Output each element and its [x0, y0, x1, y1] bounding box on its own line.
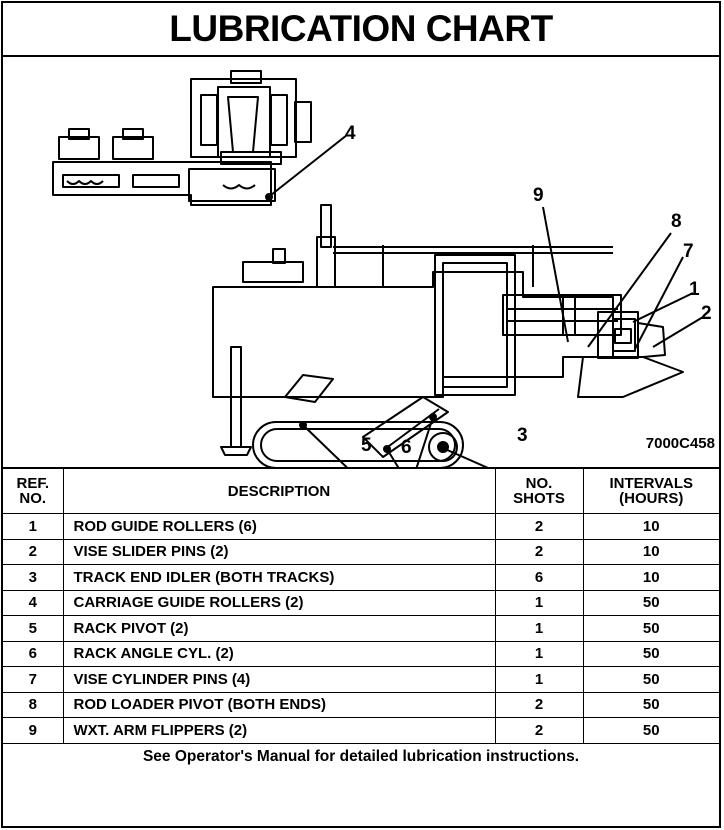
- shots-cell: 6: [494, 564, 584, 591]
- interval-cell: 10: [582, 564, 719, 591]
- description-cell: RACK PIVOT (2): [62, 615, 496, 642]
- table-row: 4 CARRIAGE GUIDE ROLLERS (2) 1 50: [3, 589, 719, 616]
- interval-cell: 50: [582, 717, 719, 744]
- interval-cell: 10: [582, 538, 719, 565]
- description-cell: VISE CYLINDER PINS (4): [62, 666, 496, 693]
- callout-4: 4: [345, 123, 356, 144]
- description-cell: ROD GUIDE ROLLERS (6): [62, 513, 496, 540]
- header-no-shots: NO. SHOTS: [494, 469, 584, 514]
- ref-cell: 7: [3, 666, 64, 693]
- interval-cell: 10: [582, 513, 719, 540]
- shots-cell: 2: [494, 538, 584, 565]
- interval-cell: 50: [582, 666, 719, 693]
- table-row: 9 WXT. ARM FLIPPERS (2) 2 50: [3, 717, 719, 744]
- callout-5: 5: [361, 435, 372, 456]
- description-cell: VISE SLIDER PINS (2): [62, 538, 496, 565]
- ref-cell: 2: [3, 538, 64, 565]
- ref-cell: 8: [3, 691, 64, 718]
- table-header-row: REF. NO. DESCRIPTION NO. SHOTS INTERVALS…: [3, 469, 719, 514]
- table-row: 2 VISE SLIDER PINS (2) 2 10: [3, 538, 719, 565]
- ref-cell: 4: [3, 589, 64, 616]
- carriage-assembly-drawing: [52, 70, 348, 206]
- table-row: 7 VISE CYLINDER PINS (4) 1 50: [3, 666, 719, 693]
- callout-6: 6: [401, 437, 412, 458]
- shots-cell: 2: [494, 717, 584, 744]
- footer-note: See Operator's Manual for detailed lubri…: [3, 742, 719, 770]
- description-cell: WXT. ARM FLIPPERS (2): [62, 717, 496, 744]
- machine-illustration: 4 9 8 7 1 2 3 5 6 7000C458: [3, 57, 719, 469]
- callout-8: 8: [671, 211, 682, 232]
- ref-cell: 9: [3, 717, 64, 744]
- description-cell: RACK ANGLE CYL. (2): [62, 640, 496, 667]
- chart-title: LUBRICATION CHART: [3, 3, 719, 57]
- ref-cell: 6: [3, 640, 64, 667]
- shots-cell: 2: [494, 513, 584, 540]
- shots-cell: 2: [494, 691, 584, 718]
- table-row: 8 ROD LOADER PIVOT (BOTH ENDS) 2 50: [3, 691, 719, 718]
- callout-2: 2: [701, 303, 712, 324]
- description-cell: TRACK END IDLER (BOTH TRACKS): [62, 564, 496, 591]
- callout-7: 7: [683, 241, 694, 262]
- interval-cell: 50: [582, 589, 719, 616]
- header-ref-no: REF. NO.: [3, 469, 64, 514]
- header-description: DESCRIPTION: [62, 469, 496, 514]
- shots-cell: 1: [494, 640, 584, 667]
- description-cell: CARRIAGE GUIDE ROLLERS (2): [62, 589, 496, 616]
- drill-rig-drawing: [212, 204, 704, 467]
- figure-code: 7000C458: [645, 435, 715, 452]
- shots-cell: 1: [494, 666, 584, 693]
- interval-cell: 50: [582, 691, 719, 718]
- callout-9: 9: [533, 185, 544, 206]
- interval-cell: 50: [582, 615, 719, 642]
- table-row: 6 RACK ANGLE CYL. (2) 1 50: [3, 640, 719, 667]
- lubrication-table: REF. NO. DESCRIPTION NO. SHOTS INTERVALS…: [3, 469, 719, 770]
- interval-cell: 50: [582, 640, 719, 667]
- ref-cell: 5: [3, 615, 64, 642]
- ref-cell: 3: [3, 564, 64, 591]
- callout-1: 1: [689, 279, 700, 300]
- description-cell: ROD LOADER PIVOT (BOTH ENDS): [62, 691, 496, 718]
- table-row: 1 ROD GUIDE ROLLERS (6) 2 10: [3, 513, 719, 540]
- shots-cell: 1: [494, 589, 584, 616]
- machine-drawing: [52, 70, 704, 467]
- ref-cell: 1: [3, 513, 64, 540]
- table-row: 3 TRACK END IDLER (BOTH TRACKS) 6 10: [3, 564, 719, 591]
- header-intervals: INTERVALS (HOURS): [582, 469, 719, 514]
- table-row: 5 RACK PIVOT (2) 1 50: [3, 615, 719, 642]
- shots-cell: 1: [494, 615, 584, 642]
- callout-3: 3: [517, 425, 528, 446]
- table-footer-row: See Operator's Manual for detailed lubri…: [3, 742, 719, 770]
